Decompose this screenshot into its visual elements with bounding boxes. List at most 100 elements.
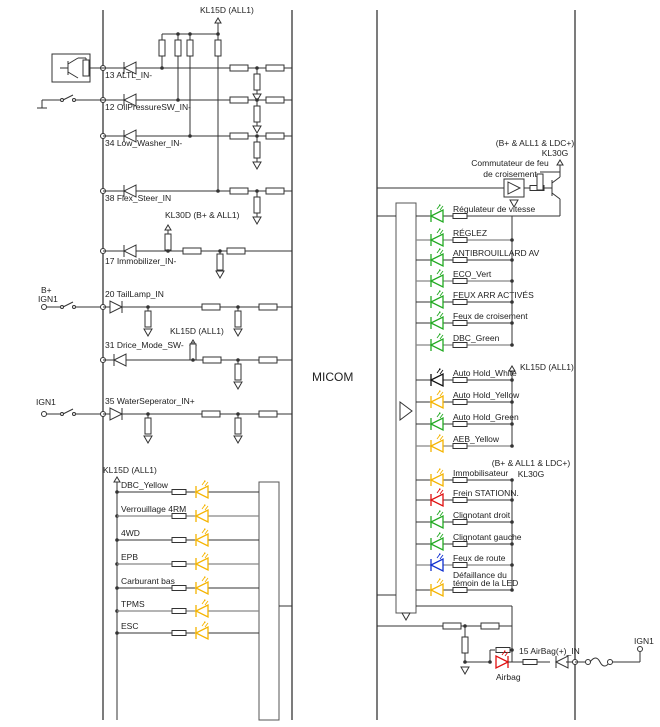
led-resistor — [171, 537, 187, 543]
led-ray-icon — [436, 468, 444, 475]
terminal — [607, 659, 613, 665]
led-label: ECO_Vert — [453, 269, 492, 279]
input-pin-label: 20 TailLamp_IN — [105, 289, 164, 299]
switch-contact — [72, 305, 76, 309]
diode-icon — [109, 300, 124, 314]
led-label: Défaillance du — [453, 570, 507, 580]
led-label: AEB_Yellow — [453, 434, 500, 444]
sensor-resistor — [82, 59, 90, 77]
pulldown-resistor — [253, 105, 261, 123]
led-label: ANTIBROUILLARD AV — [453, 248, 540, 258]
series-resistor — [229, 187, 249, 195]
led-label: Auto Hold_Yellow — [453, 390, 520, 400]
terminal — [637, 646, 643, 652]
led-icon — [429, 416, 444, 432]
input-pin-label: 31 Drice_Mode_SW- — [105, 340, 184, 350]
led-resistor — [452, 421, 468, 427]
led-icon — [194, 532, 209, 548]
airbag-series-resistor — [522, 659, 538, 665]
led-resistor — [452, 497, 468, 503]
led-label: Régulateur de vitesse — [453, 204, 535, 214]
led-ray-icon — [436, 412, 444, 419]
pullup-resistor — [174, 39, 182, 57]
pullup-resistor — [164, 233, 172, 251]
supply-label-bplus: B+ — [41, 285, 52, 295]
ground-icon — [143, 328, 153, 338]
airbag-resistor — [442, 622, 462, 630]
ground-icon — [252, 93, 262, 103]
led-ray-icon — [201, 576, 209, 583]
pullup-resistor — [186, 39, 194, 57]
diode-icon — [122, 61, 137, 75]
led-icon — [429, 557, 444, 573]
led-label: Feux de route — [453, 553, 506, 563]
ground-icon — [460, 666, 470, 676]
airbag-label: Airbag — [496, 672, 521, 682]
led-resistor — [452, 587, 468, 593]
led-ray-icon — [436, 228, 444, 235]
led-label: Clignotant gauche — [453, 532, 522, 542]
ground-icon — [252, 216, 262, 226]
led-label: TPMS — [121, 599, 145, 609]
led-resistor — [452, 213, 468, 219]
micom-label: MICOM — [312, 370, 353, 384]
pulldown-resistor — [253, 196, 261, 214]
supply-arrow-icon — [113, 476, 121, 483]
series-resistor — [265, 96, 285, 104]
led-icon — [194, 580, 209, 596]
series-resistor — [258, 303, 278, 311]
switch-lever — [62, 301, 74, 308]
led-ray-icon — [436, 434, 444, 441]
led-resistor — [452, 562, 468, 568]
led-ray-icon — [436, 390, 444, 397]
led-resistor — [171, 561, 187, 567]
led-icon — [429, 492, 444, 508]
input-pin-label: 13 ALTL_IN- — [105, 70, 152, 80]
led-resistor — [452, 519, 468, 525]
terminal — [41, 304, 47, 310]
series-resistor — [229, 132, 249, 140]
supply-label-kl15d: KL15D (ALL1) — [103, 465, 157, 475]
led-ray-icon — [436, 311, 444, 318]
led-label-line2: témoin de la LED — [453, 578, 518, 588]
switch-lever — [62, 94, 74, 101]
led-label: Frein STATIONN. — [453, 488, 519, 498]
led-ray-icon — [436, 248, 444, 255]
led-icon — [429, 372, 444, 388]
ground-icon — [509, 199, 519, 209]
led-label: Immobilisateur — [453, 468, 508, 478]
led-ray-icon — [201, 621, 209, 628]
led-icon — [194, 603, 209, 619]
ground-icon — [233, 381, 243, 391]
led-ray-icon — [436, 290, 444, 297]
diode-icon — [122, 244, 137, 258]
led-resistor — [452, 342, 468, 348]
led-ray-icon — [436, 532, 444, 539]
led-label: Carburant bas — [121, 576, 175, 586]
pulldown-resistor — [234, 417, 242, 435]
supply-arrow-icon — [556, 159, 564, 166]
airbag-bypass-resistor — [495, 647, 511, 653]
buffer-triangle-icon — [399, 401, 413, 421]
led-icon — [429, 536, 444, 552]
ground-icon — [401, 612, 411, 622]
switch-contact — [72, 412, 76, 416]
series-resistor — [226, 247, 246, 255]
led-label: EPB — [121, 552, 138, 562]
switch-label: de croisement — [483, 169, 537, 179]
fuse-icon — [589, 657, 611, 667]
series-resistor — [182, 247, 202, 255]
supply-arrow-icon — [164, 224, 172, 231]
led-resistor — [452, 320, 468, 326]
diode-icon — [112, 353, 127, 367]
led-resistor — [171, 489, 187, 495]
led-ray-icon — [201, 480, 209, 487]
pulldown-resistor — [144, 417, 152, 435]
input-pin-label: 35 WaterSeperator_IN+ — [105, 396, 195, 406]
led-ray-icon — [501, 650, 509, 657]
led-label: Verrouillage 4RM — [121, 504, 186, 514]
switch-label: Commutateur de feu — [471, 158, 549, 168]
ground-icon — [252, 125, 262, 135]
led-icon — [429, 514, 444, 530]
